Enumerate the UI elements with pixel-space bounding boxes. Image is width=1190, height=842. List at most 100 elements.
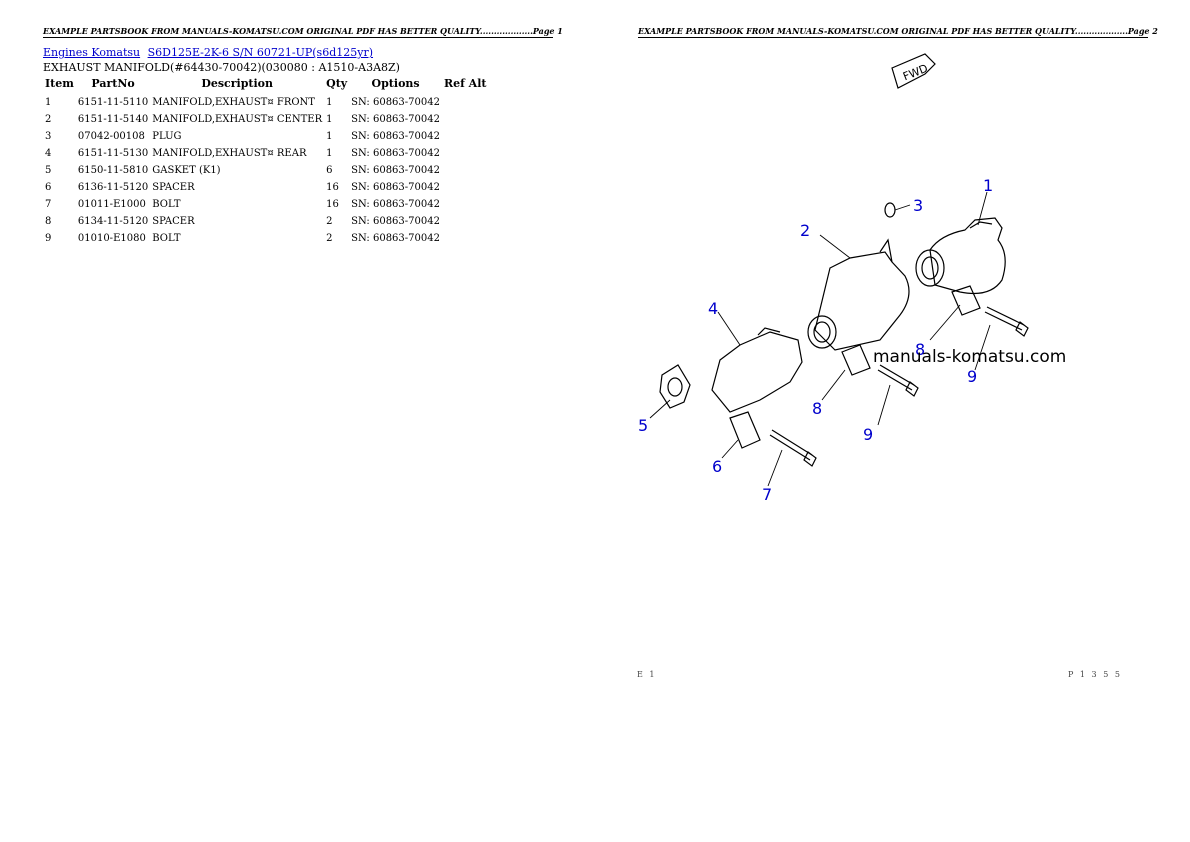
cell-description: MANIFOLD,EXHAUST¤ CENTER: [152, 114, 323, 125]
cell-item: 6: [45, 182, 52, 193]
cell-options: SN: 60863-70042: [351, 233, 440, 244]
fwd-label: FWD: [901, 62, 930, 84]
cell-refalt: [442, 94, 489, 111]
cell-options: SN: 60863-70042: [351, 165, 440, 176]
col-header-item: Item: [45, 77, 74, 90]
part-8-spacer-front: [951, 285, 981, 316]
cell-description: SPACER: [152, 182, 195, 193]
cell-refalt: [442, 162, 489, 179]
cell-item: 3: [45, 131, 52, 142]
exploded-parts-diagram: FWD: [638, 53, 1066, 504]
col-header-description: Description: [201, 77, 274, 90]
cell-refalt: [442, 179, 489, 196]
cell-partno: 01011-E1000: [77, 199, 146, 210]
cell-partno: 6136-11-5120: [77, 182, 149, 193]
cell-partno: 07042-00108: [77, 131, 145, 142]
cell-qty: 1: [326, 131, 333, 142]
col-header-partno: PartNo: [91, 77, 135, 90]
col-header-qty: Qty: [326, 77, 348, 90]
part-8-spacer-center: [841, 344, 871, 376]
cell-partno: 6151-11-5130: [77, 148, 149, 159]
cell-qty: 1: [326, 148, 333, 159]
col-header-options: Options: [371, 77, 420, 90]
col-header-refalt: Ref Alt: [443, 77, 487, 90]
callout-8-front: 8: [915, 340, 925, 359]
cell-options: SN: 60863-70042: [351, 148, 440, 159]
table-row: 7 01011-E1000 BOLT 16 SN: 60863-70042: [43, 196, 488, 213]
callout-5: 5: [638, 416, 648, 435]
cell-description: GASKET (K1): [152, 165, 221, 176]
cell-item: 5: [45, 165, 52, 176]
callout-3: 3: [913, 196, 923, 215]
fwd-arrow-icon: FWD: [891, 53, 936, 89]
footer-left: E 1: [637, 670, 657, 679]
cell-partno: 6134-11-5120: [77, 216, 149, 227]
part-5-gasket: [659, 364, 691, 409]
cell-item: 9: [45, 233, 52, 244]
part-9-bolt-front: [984, 306, 1029, 337]
cell-options: SN: 60863-70042: [351, 216, 440, 227]
page1-header: EXAMPLE PARTSBOOK FROM MANUALS-KOMATSU.C…: [43, 26, 563, 38]
cell-refalt: [442, 128, 489, 145]
cell-refalt: [442, 111, 489, 128]
callout-2: 2: [800, 221, 810, 240]
cell-partno: 01010-E1080: [77, 233, 146, 244]
callout-6: 6: [712, 457, 722, 476]
callout-9-center: 9: [863, 425, 873, 444]
callout-7: 7: [762, 485, 772, 504]
cell-options: SN: 60863-70042: [351, 199, 440, 210]
cell-options: SN: 60863-70042: [351, 114, 440, 125]
cell-qty: 16: [326, 199, 339, 210]
cell-qty: 2: [326, 216, 333, 227]
cell-options: SN: 60863-70042: [351, 182, 440, 193]
parts-table: Item PartNo Description Qty Options Ref …: [43, 77, 488, 247]
cell-item: 8: [45, 216, 52, 227]
footer-right: P 1 3 5 5: [1068, 670, 1122, 679]
cell-refalt: [442, 230, 489, 247]
cell-partno: 6150-11-5810: [77, 165, 149, 176]
breadcrumb: Engines Komatsu S6D125E-2K-6 S/N 60721-U…: [43, 46, 377, 59]
cell-qty: 1: [326, 97, 333, 108]
part-9-bolt-center: [877, 364, 919, 397]
part-2-center-manifold: [807, 202, 910, 351]
callout-4: 4: [708, 299, 718, 318]
breadcrumb-link-model[interactable]: S6D125E-2K-6 S/N 60721-UP(s6d125yr): [147, 46, 374, 59]
cell-refalt: [442, 196, 489, 213]
callout-1: 1: [983, 176, 993, 195]
part-7-bolt: [769, 429, 817, 467]
cell-qty: 1: [326, 114, 333, 125]
cell-description: BOLT: [152, 199, 181, 210]
watermark-text: manuals-komatsu.com: [873, 347, 1066, 367]
cell-partno: 6151-11-5140: [77, 114, 149, 125]
callout-9-front: 9: [967, 367, 977, 386]
page-subtitle: EXHAUST MANIFOLD(#64430-70042)(030080 : …: [43, 61, 400, 74]
part-6-spacer: [729, 411, 761, 449]
cell-qty: 6: [326, 165, 333, 176]
table-header-row: Item PartNo Description Qty Options Ref …: [43, 77, 488, 94]
cell-partno: 6151-11-5110: [77, 97, 149, 108]
callout-leader-lines: [649, 191, 991, 487]
page2-header: EXAMPLE PARTSBOOK FROM MANUALS-KOMATSU.C…: [638, 26, 1158, 38]
cell-description: MANIFOLD,EXHAUST¤ REAR: [152, 148, 307, 159]
cell-item: 2: [45, 114, 52, 125]
cell-item: 7: [45, 199, 52, 210]
breadcrumb-link-engines[interactable]: Engines Komatsu: [43, 46, 141, 59]
cell-qty: 16: [326, 182, 339, 193]
cell-item: 4: [45, 148, 52, 159]
cell-refalt: [442, 145, 489, 162]
part-1-front-manifold: [915, 217, 1006, 295]
cell-description: BOLT: [152, 233, 181, 244]
callout-8-center: 8: [812, 399, 822, 418]
part-4-rear-manifold: [711, 327, 803, 413]
cell-options: SN: 60863-70042: [351, 97, 440, 108]
cell-item: 1: [45, 97, 52, 108]
cell-description: PLUG: [152, 131, 182, 142]
